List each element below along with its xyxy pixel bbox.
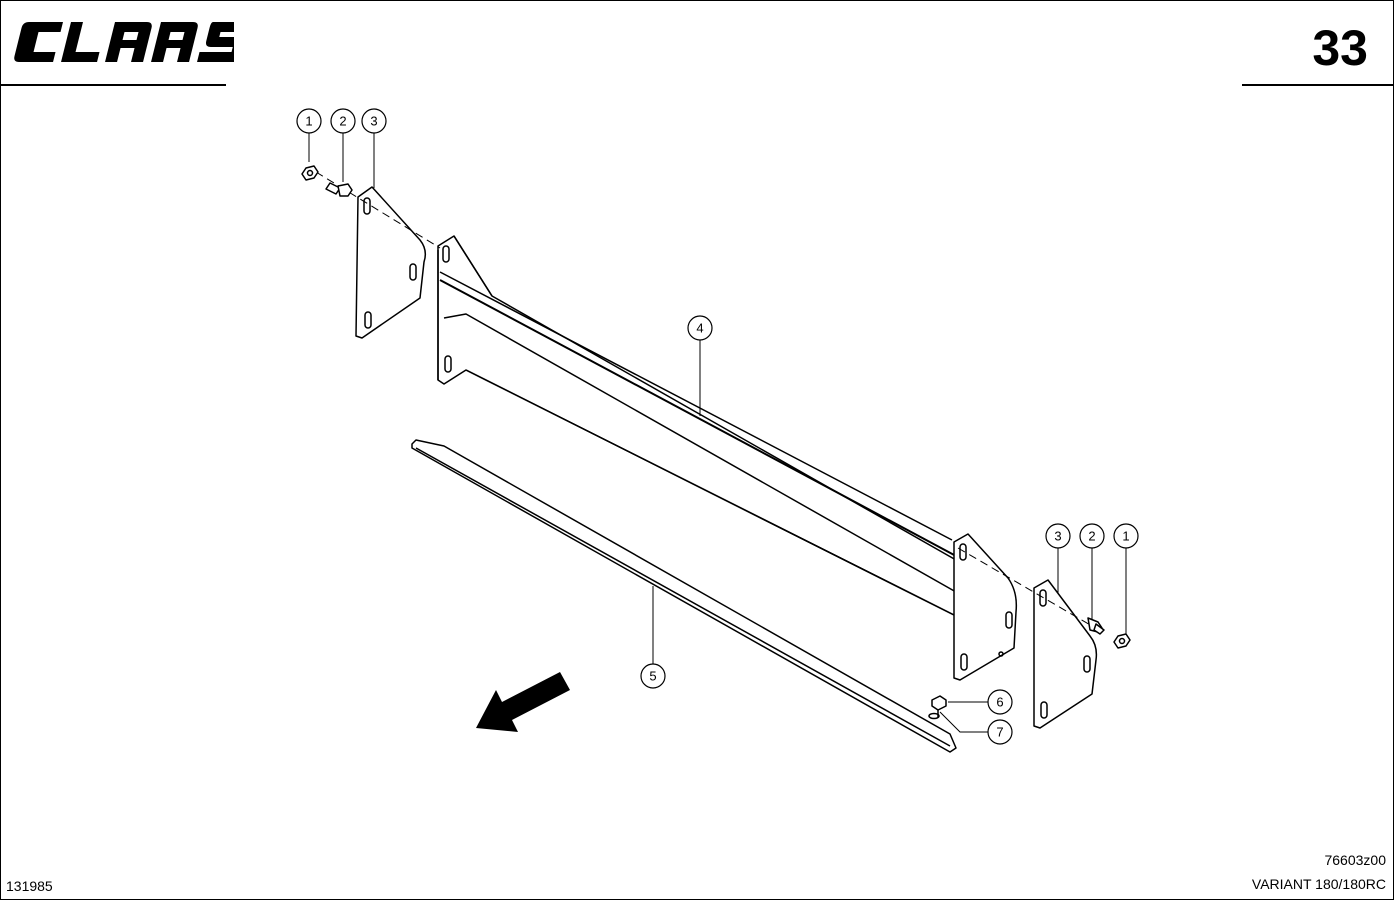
right-hardware <box>1087 617 1131 649</box>
svg-text:3: 3 <box>1054 529 1061 544</box>
alignment-lines <box>315 171 1093 627</box>
header-rule-right <box>1242 84 1394 86</box>
figure-code: 76603z00 <box>1324 852 1386 868</box>
callout-1-left: 1 <box>296 108 322 134</box>
leader-lines <box>308 132 1127 733</box>
screw-and-washer <box>928 695 947 720</box>
svg-text:1: 1 <box>1122 529 1129 544</box>
model-label: VARIANT 180/180RC <box>1251 876 1386 892</box>
svg-text:4: 4 <box>696 321 703 336</box>
svg-text:2: 2 <box>339 114 346 129</box>
callout-2-right: 2 <box>1079 523 1105 549</box>
left-hardware <box>301 165 353 197</box>
svg-text:6: 6 <box>996 695 1003 710</box>
drawing-id: 131985 <box>6 878 53 894</box>
direction-arrow <box>476 672 570 732</box>
svg-text:3: 3 <box>370 114 377 129</box>
left-mounting-plate <box>355 186 427 339</box>
cross-beam <box>437 235 957 617</box>
svg-text:2: 2 <box>1088 529 1095 544</box>
svg-text:7: 7 <box>996 725 1003 740</box>
right-mounting-plate <box>1033 579 1098 729</box>
wear-strip <box>411 439 957 753</box>
callout-group: 1 2 3 4 5 3 2 1 <box>296 108 1139 745</box>
beam-end-plate <box>953 533 1018 681</box>
callout-2-left: 2 <box>330 108 356 134</box>
callout-1-right: 1 <box>1113 523 1139 549</box>
svg-text:1: 1 <box>305 114 312 129</box>
callout-7: 7 <box>987 719 1013 745</box>
callout-6: 6 <box>987 689 1013 715</box>
svg-text:5: 5 <box>649 669 656 684</box>
header-rule-left <box>0 84 226 86</box>
claas-logo <box>14 22 234 62</box>
callout-3-left: 3 <box>361 108 387 134</box>
callout-4: 4 <box>687 315 713 341</box>
callout-5: 5 <box>640 663 666 689</box>
page-number: 33 <box>1312 20 1368 76</box>
callout-3-right: 3 <box>1045 523 1071 549</box>
